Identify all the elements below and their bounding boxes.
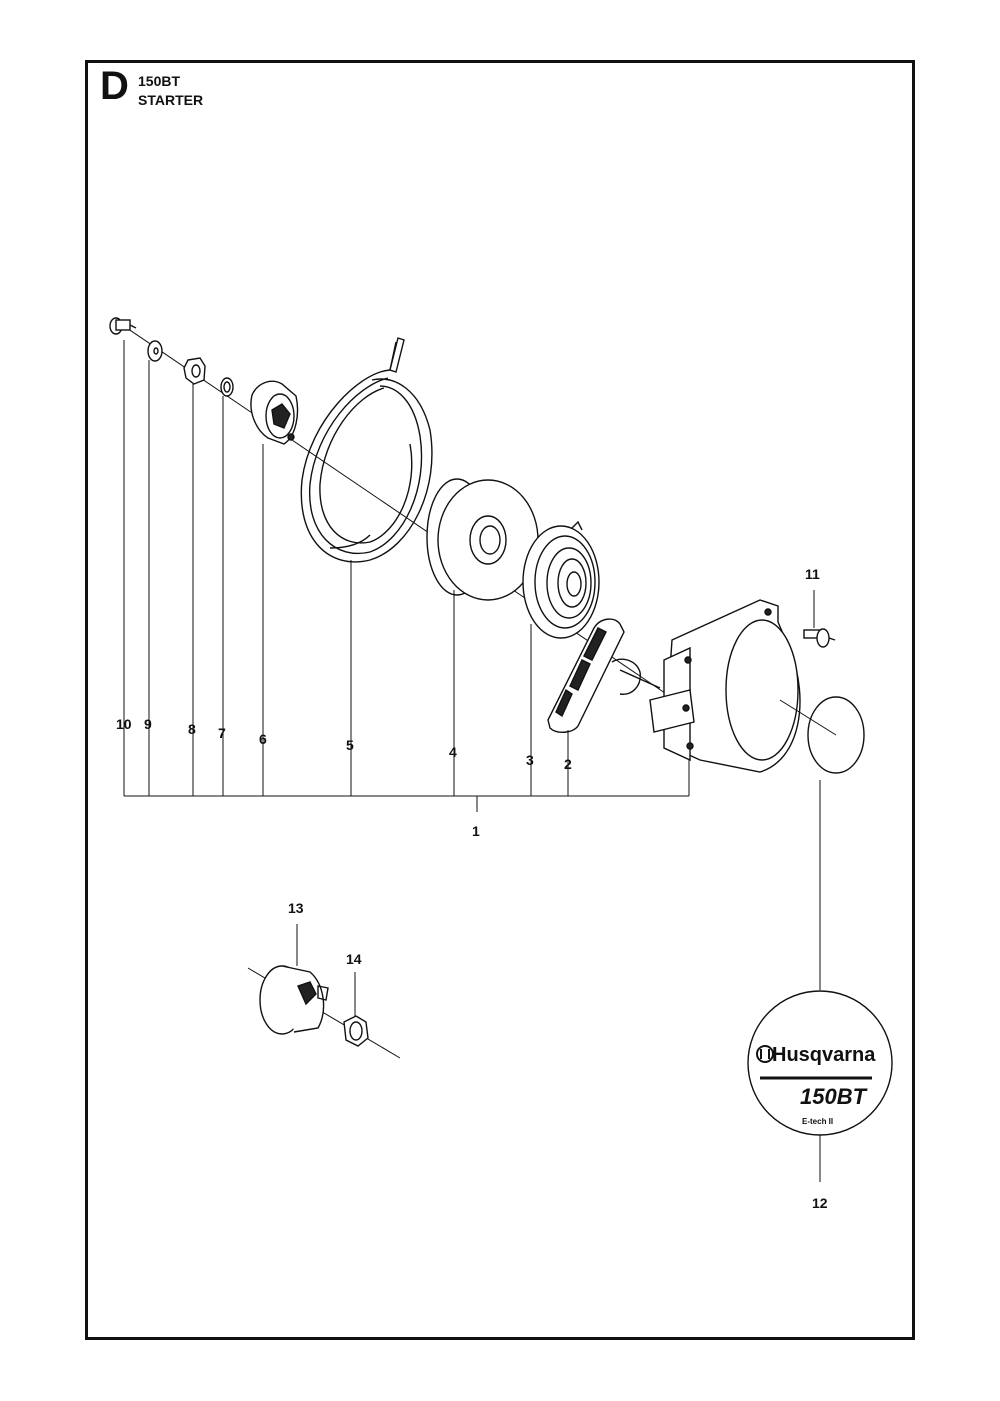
part-12-decal	[779, 696, 865, 774]
callout-6: 6	[259, 731, 267, 747]
callout-12: 12	[812, 1195, 828, 1211]
callout-1: 1	[472, 823, 480, 839]
decal-model: 150BT	[800, 1084, 868, 1109]
husqvarna-crown-icon	[756, 1045, 774, 1063]
part-14-nut	[343, 1015, 369, 1047]
part-5-rope	[300, 337, 433, 563]
callout-4: 4	[449, 744, 457, 760]
callout-5: 5	[346, 737, 354, 753]
part-2-handle	[547, 618, 661, 733]
part-4-pulley	[426, 478, 539, 601]
part-9-washer	[147, 340, 163, 362]
callout-3: 3	[526, 752, 534, 768]
decal-brand: Husqvarna	[772, 1044, 876, 1066]
callout-11: 11	[805, 566, 820, 582]
page-frame	[85, 60, 915, 1340]
callout-10: 10	[116, 716, 132, 732]
callout-14: 14	[346, 951, 362, 967]
callout-7: 7	[218, 725, 226, 741]
section-letter: D	[100, 64, 129, 108]
callout-2: 2	[564, 756, 572, 772]
part-11-screw	[803, 628, 836, 648]
callout-9: 9	[144, 716, 152, 732]
callout-13: 13	[288, 900, 304, 916]
decal-circle	[747, 990, 893, 1136]
model-code: 150BT	[138, 73, 181, 89]
part-3-spring	[522, 520, 600, 639]
part-1-housing	[649, 599, 801, 773]
decal-subtitle: E-tech II	[802, 1117, 833, 1126]
part-13-drive-disc	[259, 965, 329, 1035]
part-10-screw	[109, 317, 137, 335]
part-8-plate	[183, 357, 206, 385]
callout-8: 8	[188, 721, 196, 737]
part-6-hub	[250, 380, 299, 445]
part-7-circlip	[220, 377, 234, 397]
section-title: STARTER	[138, 92, 204, 108]
